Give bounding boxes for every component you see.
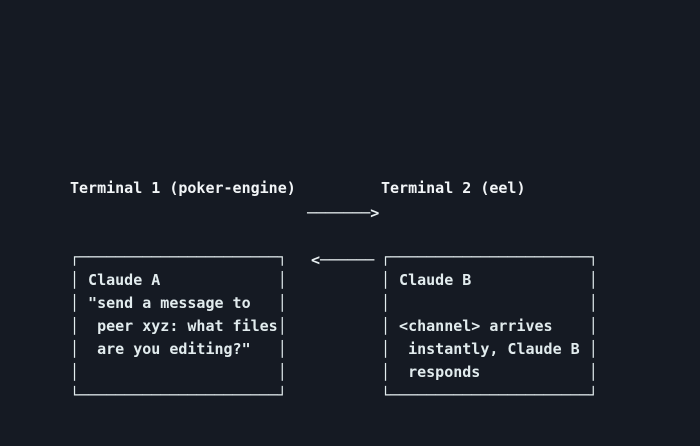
terminal-2-column: Terminal 2 (eel) ┌──────────────────────… [381, 131, 598, 446]
terminal-2-title: Terminal 2 (eel) [381, 179, 526, 197]
terminal-1-title: Terminal 1 (poker-engine) [70, 179, 296, 197]
terminal-1-column: Terminal 1 (poker-engine) ┌─────────────… [70, 131, 296, 446]
arrow-right-icon: ───────> [307, 204, 380, 222]
arrow-left-icon: <────── [311, 251, 375, 269]
terminal-1-ascii-box: ┌──────────────────────┐ │ Claude A │ │ … [70, 248, 287, 404]
terminal-2-ascii-box: ┌──────────────────────┐ │ Claude B │ │ … [381, 248, 598, 404]
